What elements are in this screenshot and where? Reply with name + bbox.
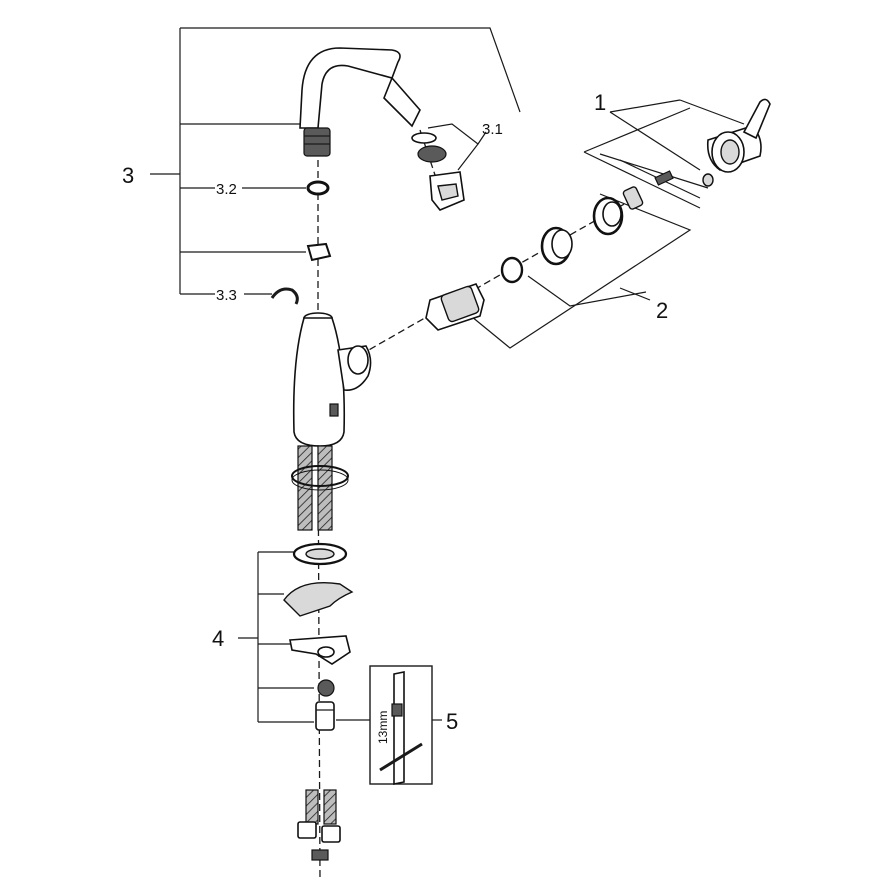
leader-group-1: [583, 99, 745, 209]
spout-seals: [270, 180, 332, 305]
wrench-size-label: 13mm: [376, 711, 390, 744]
aerator-parts: [411, 132, 465, 211]
label-3: 3: [122, 163, 134, 188]
handle-parts: [654, 98, 771, 187]
cartridge-parts: [425, 186, 644, 331]
wrench-tool: [369, 665, 442, 785]
label-2: 2: [656, 298, 668, 323]
label-3-1: 3.1: [482, 121, 503, 138]
label-5: 5: [446, 709, 458, 734]
leader-group-3: [150, 27, 521, 295]
mounting-set: [283, 542, 354, 731]
supply-hoses-lower: [297, 789, 341, 861]
label-1: 1: [594, 90, 606, 115]
leader-group-4: [238, 551, 370, 723]
spout-part: [299, 47, 421, 157]
faucet-body: [292, 312, 372, 447]
label-4: 4: [212, 626, 224, 651]
label-3-3: 3.3: [216, 287, 237, 304]
label-3-2: 3.2: [216, 181, 237, 198]
leader-group-2: [465, 193, 692, 349]
supply-hoses-upper: [291, 445, 349, 531]
assembly-axes: [317, 129, 641, 880]
